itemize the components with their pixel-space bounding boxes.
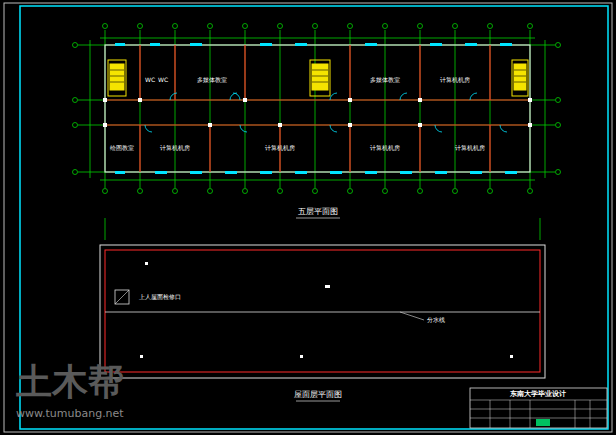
roof-hatch-note: 上人屋面检修口 (139, 294, 181, 300)
drawing-title: 屋面层平面图 (294, 391, 342, 399)
room-name: 计算机机房 (455, 145, 485, 151)
drawing-title: 五层平面图 (298, 208, 338, 216)
title-block-text: 东南大学毕业设计 (510, 391, 566, 398)
room-name: 多媒体教室 (370, 77, 400, 83)
ridge-line-note: 分水线 (427, 317, 445, 323)
room-name: WC (145, 77, 155, 83)
room-name: 计算机机房 (370, 145, 400, 151)
room-name: 计算机机房 (160, 145, 190, 151)
room-name: 计算机机房 (265, 145, 295, 151)
room-name: 绘图教室 (110, 145, 134, 151)
room-name: WC (158, 77, 168, 83)
watermark: www.tumubang.net (16, 408, 124, 419)
watermark: 土木帮 (16, 364, 124, 400)
room-name: 计算机机房 (440, 77, 470, 83)
room-name: 多媒体教室 (197, 77, 227, 83)
